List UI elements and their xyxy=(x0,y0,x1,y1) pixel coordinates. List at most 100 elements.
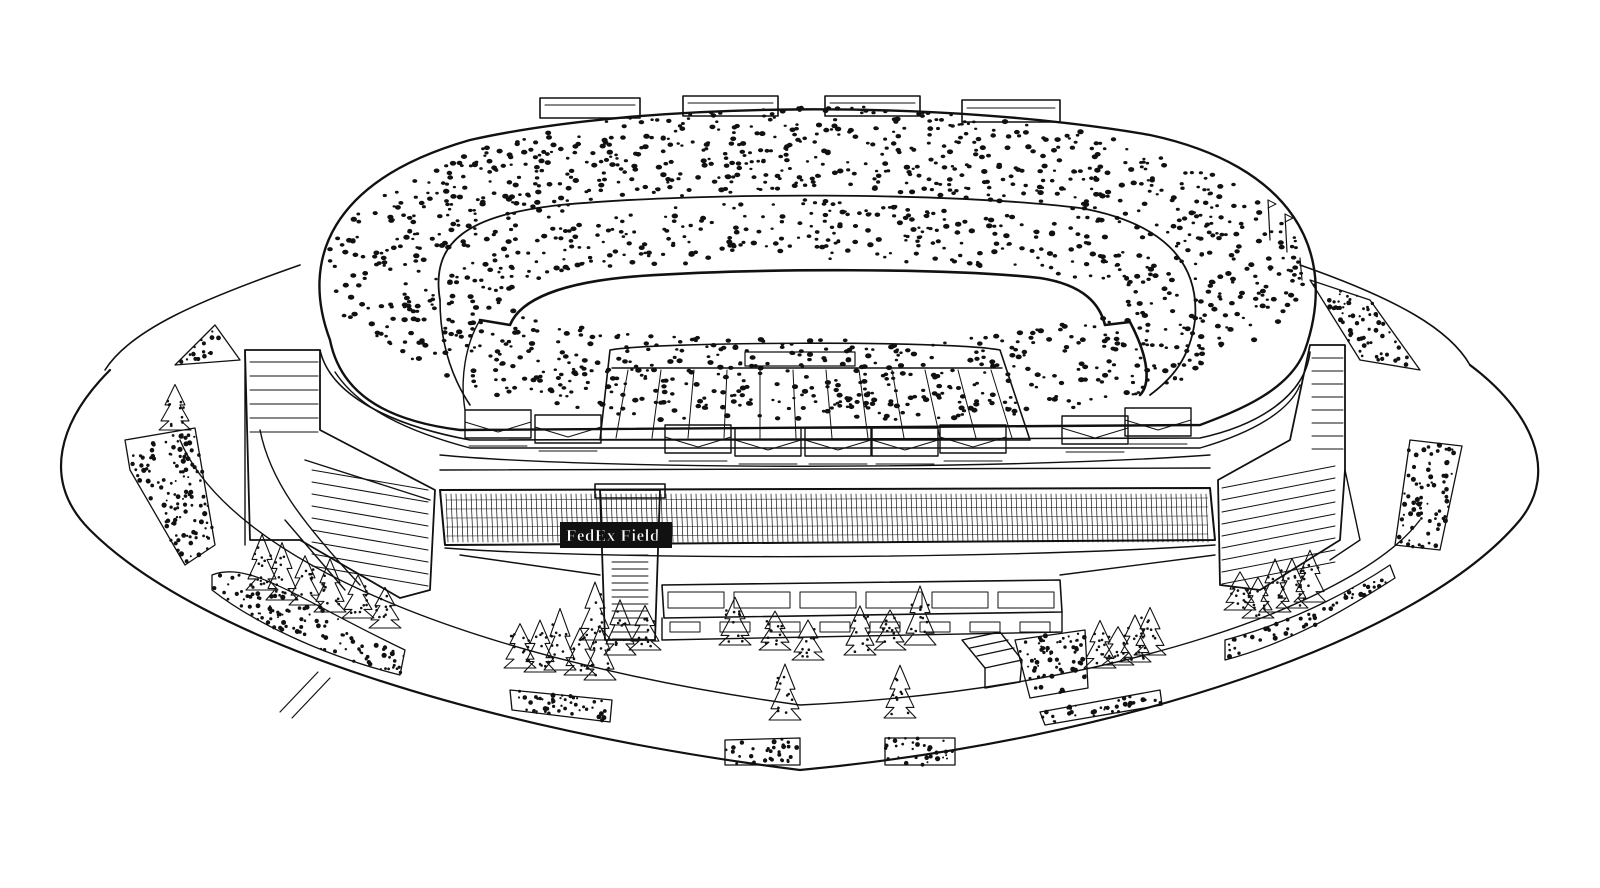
shrub-dot xyxy=(176,440,180,443)
shrub-dot xyxy=(1227,643,1231,646)
seat-dot xyxy=(700,215,707,221)
seat-dot xyxy=(447,280,453,285)
seat-dot xyxy=(530,328,537,332)
seat-dot xyxy=(1248,323,1253,327)
shrub-dot xyxy=(1079,643,1083,647)
seat-dot xyxy=(455,275,459,279)
shrub-dot xyxy=(1368,589,1372,594)
seat-dot xyxy=(846,161,850,164)
shrub-dot xyxy=(1362,307,1365,311)
shrub-dot xyxy=(1410,525,1415,531)
seat-dot xyxy=(915,412,921,417)
seat-dot xyxy=(797,108,802,112)
seat-dot xyxy=(756,159,760,163)
seat-dot xyxy=(992,224,997,228)
suite-roof-line xyxy=(464,421,532,433)
tree-foliage-dot xyxy=(180,415,184,419)
shrub-dot xyxy=(1333,305,1338,310)
tree-foliage-dot xyxy=(1295,583,1298,587)
seat-dot xyxy=(444,373,450,378)
shrub-dot xyxy=(1399,540,1403,544)
seat-dot xyxy=(833,387,839,393)
yard-line xyxy=(687,369,695,439)
seat-dot xyxy=(547,387,554,393)
tree-foliage-dot xyxy=(616,621,620,625)
seat-dot xyxy=(1253,274,1258,278)
seat-dot xyxy=(598,188,604,193)
shrub-dot xyxy=(945,754,948,757)
tree-foliage-dot xyxy=(637,636,641,640)
shrub-dot xyxy=(206,547,209,550)
seat-dot xyxy=(828,257,832,261)
seat-dot xyxy=(927,126,934,131)
seat-dot xyxy=(929,188,935,192)
shrub-dot xyxy=(364,657,368,661)
facade-hatch-line xyxy=(945,493,949,543)
facade-hatch-line xyxy=(720,493,724,543)
seat-dot xyxy=(973,152,979,157)
seat-dot xyxy=(394,205,401,210)
seat-dot xyxy=(1030,149,1036,154)
seat-dot xyxy=(1095,378,1101,382)
tree-foliage-dot xyxy=(776,625,780,628)
seat-dot xyxy=(1140,280,1146,284)
seat-dot xyxy=(1076,244,1083,249)
shrub-dot xyxy=(911,747,914,751)
shrub-dot xyxy=(139,463,144,468)
seat-dot xyxy=(923,214,928,218)
gate-door xyxy=(669,621,701,633)
shrub-dot xyxy=(1379,578,1384,583)
shrub-dot xyxy=(1029,658,1034,663)
seat-dot xyxy=(473,232,478,236)
seat-dot xyxy=(465,244,471,248)
shrub-dot xyxy=(1360,354,1364,358)
seat-dot xyxy=(597,178,602,182)
shrub-dot xyxy=(571,696,576,700)
seat-dot xyxy=(709,124,716,130)
seat-dot xyxy=(568,379,572,383)
tree-foliage-dot xyxy=(1101,632,1105,635)
shrub-dot xyxy=(303,619,307,622)
seat-dot xyxy=(1008,174,1014,179)
ramp-floor-line xyxy=(1221,549,1336,573)
seat-dot xyxy=(1016,330,1024,336)
seat-dot xyxy=(862,387,867,391)
shrub-dot xyxy=(276,610,280,614)
seat-dot xyxy=(1101,338,1108,344)
seat-dot xyxy=(415,232,420,236)
seat-dot xyxy=(473,218,478,222)
shrub-dot xyxy=(182,475,186,478)
tree-foliage-dot xyxy=(1256,590,1259,593)
shrub-dot xyxy=(544,710,547,713)
seat-dot xyxy=(639,396,645,401)
shrub-dot xyxy=(1127,700,1134,706)
seat-dot xyxy=(1210,233,1216,238)
seat-dot xyxy=(951,415,958,421)
conifer-tree xyxy=(1258,558,1292,613)
seat-dot xyxy=(949,113,953,117)
shrub-dot xyxy=(382,653,385,657)
shrub-dot xyxy=(250,612,254,616)
seat-dot xyxy=(791,183,798,188)
seat-dot xyxy=(598,159,604,164)
ramp-floor-line xyxy=(1221,537,1336,561)
shrub-dot xyxy=(915,736,920,741)
facade-hatch-line xyxy=(705,493,709,543)
seat-dot xyxy=(1149,178,1155,183)
seat-dot xyxy=(1058,380,1065,386)
seat-dot xyxy=(916,173,922,178)
seat-dot xyxy=(372,254,378,259)
shrub-dot xyxy=(1419,495,1423,500)
seat-dot xyxy=(579,365,584,369)
seat-dot xyxy=(675,348,679,351)
seat-dot xyxy=(967,357,974,363)
seat-dot xyxy=(1198,360,1202,364)
seat-dot xyxy=(799,178,804,182)
seat-dot xyxy=(437,232,441,236)
seat-dot xyxy=(1025,123,1029,127)
seat-dot xyxy=(673,129,678,133)
playing-field xyxy=(599,342,1031,441)
shrub-bed-left xyxy=(124,427,216,566)
seat-dot xyxy=(811,183,817,188)
facade-hatch-line xyxy=(920,493,924,543)
